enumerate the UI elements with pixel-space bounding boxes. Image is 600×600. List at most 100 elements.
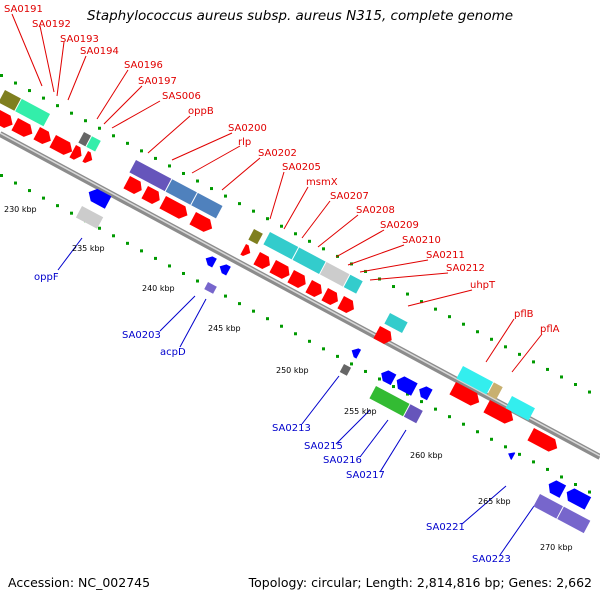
cds-arrow <box>159 196 188 219</box>
track-dot <box>420 300 423 304</box>
genome-backbone-highlight <box>0 132 600 457</box>
cds-arrow <box>396 376 418 396</box>
track-dot <box>154 256 157 260</box>
track-dot <box>574 383 577 387</box>
cds-arrow <box>33 127 51 145</box>
track-dot <box>392 385 395 389</box>
gene-label[interactable]: SAS006 <box>162 91 201 102</box>
gene-label[interactable]: SA0203 <box>122 330 161 341</box>
track-dot <box>252 309 255 313</box>
track-dot <box>476 330 479 334</box>
gene-label[interactable]: SA0197 <box>138 76 177 87</box>
cds-arrow <box>0 110 13 128</box>
cog-block <box>456 366 494 395</box>
gene-label[interactable]: rlp <box>238 137 251 148</box>
gene-label[interactable]: SA0209 <box>380 220 419 231</box>
track-dot <box>98 126 101 130</box>
gene-label[interactable]: SA0211 <box>426 250 465 261</box>
track-dot <box>518 452 521 456</box>
track-dot <box>28 89 31 93</box>
track-dot <box>574 483 577 487</box>
cds-arrow <box>381 370 397 386</box>
cog-block <box>319 262 350 287</box>
track-dot <box>560 475 563 479</box>
track-dot <box>70 111 73 115</box>
track-dot <box>308 339 311 343</box>
track-dot <box>350 362 353 366</box>
gene-label[interactable]: SA0207 <box>330 191 369 202</box>
cds-arrow <box>269 260 290 279</box>
gene-label[interactable]: SA0193 <box>60 34 99 45</box>
cog-block <box>15 98 51 127</box>
gene-label[interactable]: oppB <box>188 106 214 117</box>
gene-label[interactable]: SA0202 <box>258 148 297 159</box>
gene-label[interactable]: SA0217 <box>346 470 385 481</box>
gene-label[interactable]: SA0200 <box>228 123 267 134</box>
forward-callouts <box>11 13 543 373</box>
gene-label[interactable]: msmX <box>306 177 338 188</box>
cog-block <box>204 282 217 294</box>
cds-arrow <box>253 252 270 270</box>
track-dot <box>28 189 31 193</box>
track-dot <box>266 317 269 321</box>
reverse-callouts <box>57 237 535 556</box>
track-dot <box>196 179 199 183</box>
track-dot <box>98 226 101 230</box>
cog-block <box>86 136 101 152</box>
reverse-gene-labels: oppF SA0203 acpD SA0213 SA0215 SA0216 SA… <box>34 272 511 565</box>
cog-block <box>75 206 104 229</box>
gene-label[interactable]: SA0194 <box>80 46 119 57</box>
track-dot <box>490 437 493 441</box>
gene-label[interactable]: pflB <box>514 309 534 320</box>
topology-text: Topology: circular; Length: 2,814,816 bp… <box>248 575 592 590</box>
track-dot <box>294 232 297 236</box>
track-dot <box>14 181 17 185</box>
track-dot <box>56 104 59 108</box>
gene-label[interactable]: SA0191 <box>4 4 43 15</box>
cog-block <box>339 364 352 376</box>
gene-label[interactable]: SA0212 <box>446 263 485 274</box>
track-dot <box>462 422 465 426</box>
gene-label[interactable]: oppF <box>34 272 59 283</box>
tick-label: 235 kbp <box>72 244 105 253</box>
track-dot <box>448 415 451 419</box>
cog-block <box>533 494 563 519</box>
track-dot <box>126 141 129 145</box>
cog-block <box>557 506 591 534</box>
cds-arrow <box>373 326 392 344</box>
cds-arrow <box>483 400 514 424</box>
track-dot <box>182 271 185 275</box>
gene-label[interactable]: SA0208 <box>356 205 395 216</box>
cds-arrow <box>11 118 33 137</box>
track-dot <box>280 324 283 328</box>
gene-label[interactable]: SA0213 <box>272 423 311 434</box>
gene-label[interactable]: SA0221 <box>426 522 465 533</box>
tick-label: 250 kbp <box>276 366 309 375</box>
gene-label[interactable]: SA0196 <box>124 60 163 71</box>
gene-label[interactable]: acpD <box>160 347 186 358</box>
gene-label[interactable]: SA0210 <box>402 235 441 246</box>
forward-cds-arrows <box>0 110 558 452</box>
cog-block <box>191 192 223 219</box>
track-dot <box>434 407 437 411</box>
gene-label[interactable]: SA0216 <box>323 455 362 466</box>
cog-block <box>505 396 535 421</box>
track-dot <box>504 345 507 349</box>
cds-arrow <box>49 135 73 155</box>
gene-label[interactable]: SA0192 <box>32 19 71 30</box>
gene-label[interactable]: pflA <box>540 324 560 335</box>
map-title: Staphylococcus aureus subsp. aureus N315… <box>86 8 514 24</box>
track-dot <box>140 249 143 253</box>
cog-blocks <box>0 90 591 534</box>
tick-label: 260 kbp <box>410 451 443 460</box>
cog-block <box>0 90 21 111</box>
cds-arrow <box>287 270 306 288</box>
track-dot <box>0 174 3 177</box>
gene-label[interactable]: SA0215 <box>304 441 343 452</box>
track-dot <box>532 460 535 464</box>
tick-label: 255 kbp <box>344 407 377 416</box>
gene-label[interactable]: SA0205 <box>282 162 321 173</box>
gene-label[interactable]: uhpT <box>470 280 496 291</box>
gene-label[interactable]: SA0223 <box>472 554 511 565</box>
